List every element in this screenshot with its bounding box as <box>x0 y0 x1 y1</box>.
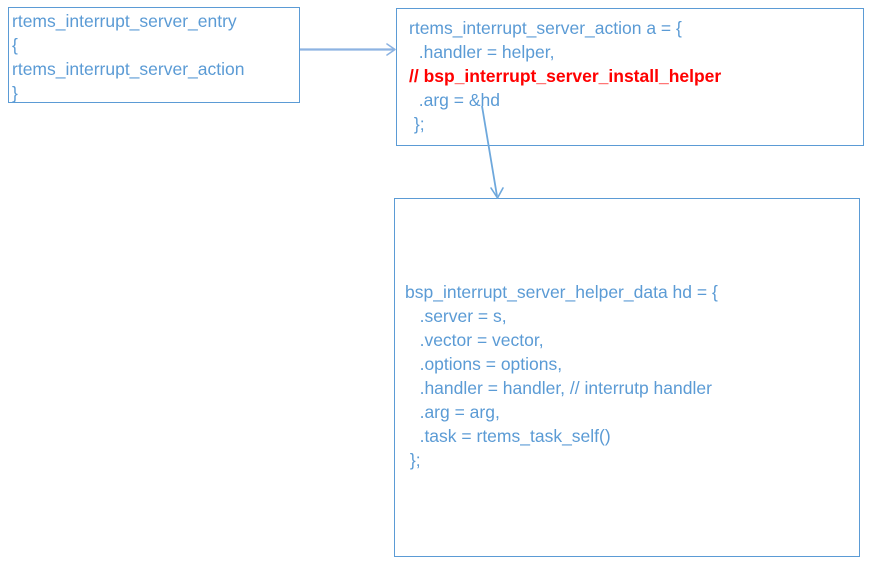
bsp-interrupt-server-helper-data-box[interactable] <box>394 198 860 557</box>
action-code-head: rtems_interrupt_server_action a = { .han… <box>409 18 682 62</box>
rtems-interrupt-server-action-code: rtems_interrupt_server_action a = { .han… <box>409 16 721 136</box>
rtems-interrupt-server-entry-box[interactable] <box>8 7 300 103</box>
bsp-interrupt-server-install-helper-comment: // bsp_interrupt_server_install_helper <box>409 66 722 86</box>
bsp-interrupt-server-helper-data-code: bsp_interrupt_server_helper_data hd = { … <box>405 282 718 470</box>
arrow-entry-to-action-icon <box>300 43 396 56</box>
rtems-interrupt-server-action-box[interactable] <box>396 8 864 146</box>
action-code-tail: .arg = &hd }; <box>413 90 500 134</box>
rtems-interrupt-server-entry-code: rtems_interrupt_server_entry { rtems_int… <box>12 11 245 103</box>
